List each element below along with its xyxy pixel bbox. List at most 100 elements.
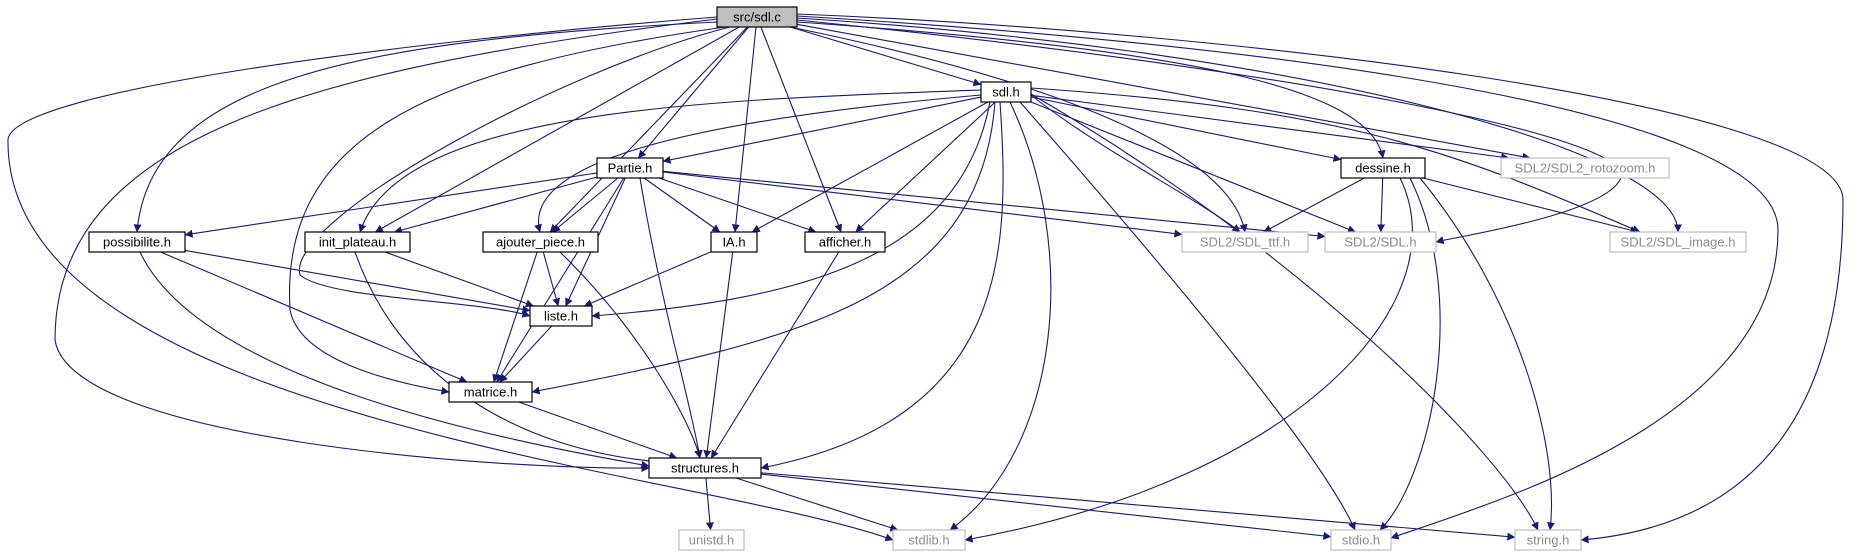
edge-partie-to-sdl2sdl [662, 170, 1326, 240]
node-box-ia [710, 231, 758, 253]
node-sdl2sdl: SDL2/SDL.h [1324, 231, 1437, 253]
edge-ia-to-structures [703, 251, 734, 459]
node-root[interactable]: src/sdl.c [716, 6, 798, 28]
edge-possibilite-to-liste [184, 249, 531, 314]
edge-root-to-rotozoom [796, 23, 1531, 161]
node-label-structures: structures.h [671, 461, 739, 476]
node-stdio: stdio.h [1330, 529, 1392, 551]
node-box-rotozoom [1500, 157, 1670, 179]
node-box-sdlh [980, 81, 1032, 103]
node-label-ia: IA.h [722, 235, 745, 250]
edge-sdlh-to-dessine [1030, 96, 1342, 162]
node-label-root: src/sdl.c [733, 10, 781, 25]
node-label-initplateau: init_plateau.h [319, 235, 396, 250]
node-structures[interactable]: structures.h [648, 457, 762, 479]
edge-dessine-to-ttf [1263, 177, 1365, 233]
edge-sdlh-to-matrice [531, 101, 996, 395]
node-ia[interactable]: IA.h [710, 231, 758, 253]
edge-root-to-image [796, 17, 1682, 233]
node-label-ttf: SDL2/SDL_ttf.h [1200, 235, 1290, 250]
edge-root-to-ia [731, 26, 757, 233]
edge-root-to-possibilite [133, 21, 718, 233]
edge-root-to-stdlib [7, 16, 894, 542]
edge-structures-to-string [760, 472, 1516, 541]
node-string: string.h [1514, 529, 1582, 551]
node-box-sdl2sdl [1324, 231, 1437, 253]
edge-partie-to-initplateau [393, 176, 598, 234]
node-possibilite[interactable]: possibilite.h [88, 231, 186, 253]
edge-partie-to-ia [643, 177, 721, 233]
edge-sdlh-to-stdlib [949, 101, 1052, 531]
node-label-string: string.h [1527, 533, 1570, 548]
edge-partie-to-ajouter [552, 177, 619, 233]
edge-partie-to-ttf [662, 171, 1183, 238]
node-dessine[interactable]: dessine.h [1340, 157, 1426, 179]
edge-partie-to-structures [639, 177, 703, 459]
edge-partie-to-possibilite [184, 172, 598, 238]
node-label-image: SDL2/SDL_image.h [1621, 235, 1736, 250]
edge-ia-to-liste [584, 251, 712, 307]
node-box-dessine [1340, 157, 1426, 179]
node-box-possibilite [88, 231, 186, 253]
node-label-ajouter: ajouter_piece.h [496, 235, 585, 250]
node-box-root [716, 6, 798, 28]
node-label-stdio: stdio.h [1342, 533, 1380, 548]
node-label-sdlh: sdl.h [992, 85, 1019, 100]
node-label-unistd: unistd.h [689, 533, 735, 548]
edges-layer [7, 13, 1844, 544]
node-label-sdl2sdl: SDL2/SDL.h [1344, 235, 1416, 250]
edge-sdlh-to-sdl2sdl [1030, 101, 1356, 233]
node-box-matrice [448, 381, 533, 403]
edge-partie-to-matrice [496, 177, 625, 383]
node-label-stdlib: stdlib.h [908, 533, 949, 548]
node-ajouter[interactable]: ajouter_piece.h [482, 231, 599, 253]
edge-sdlh-to-string [1030, 93, 1539, 531]
edge-root-to-string [796, 13, 1844, 544]
node-rotozoom: SDL2/SDL2_rotozoom.h [1500, 157, 1670, 179]
node-label-matrice: matrice.h [464, 385, 517, 400]
edge-dessine-to-stdio [1379, 177, 1441, 531]
node-box-unistd [678, 529, 745, 551]
node-box-ajouter [482, 231, 599, 253]
edge-root-to-structures [54, 18, 718, 473]
edge-sdlh-to-liste [591, 101, 991, 320]
edge-matrice-to-structures [518, 401, 678, 460]
node-initplateau[interactable]: init_plateau.h [304, 231, 411, 253]
edge-sdlh-to-image [1030, 87, 1641, 233]
edge-possibilite-to-structures [139, 251, 650, 469]
node-liste[interactable]: liste.h [529, 305, 593, 327]
node-label-possibilite: possibilite.h [103, 235, 171, 250]
node-box-image [1609, 231, 1747, 253]
node-matrice[interactable]: matrice.h [448, 381, 533, 403]
node-stdlib: stdlib.h [892, 529, 966, 551]
edge-structures-to-stdlib [735, 477, 899, 532]
node-sdlh[interactable]: sdl.h [980, 81, 1032, 103]
edge-root-to-afficher [760, 26, 843, 233]
edge-sdlh-to-initplateau [358, 89, 982, 233]
edge-root-to-sdlh [790, 26, 982, 87]
node-image: SDL2/SDL_image.h [1609, 231, 1747, 253]
node-box-stdio [1330, 529, 1392, 551]
edge-root-to-sdl2sdl [796, 19, 1623, 245]
node-partie[interactable]: Partie.h [596, 157, 664, 179]
edge-root-to-initplateau [374, 26, 740, 233]
node-box-partie [596, 157, 664, 179]
node-afficher[interactable]: afficher.h [804, 231, 886, 253]
node-box-structures [648, 457, 762, 479]
node-label-partie: Partie.h [608, 161, 653, 176]
edge-initplateau-to-liste [384, 251, 534, 308]
edge-initplateau-to-structures [354, 251, 661, 466]
node-box-initplateau [304, 231, 411, 253]
node-label-afficher: afficher.h [819, 235, 872, 250]
edge-sdlh-to-ttf [1030, 94, 1241, 233]
edge-dessine-to-string [1419, 177, 1555, 531]
edge-sdlh-to-ajouter [534, 94, 982, 233]
edge-sdlh-to-rotozoom [1030, 94, 1510, 161]
node-unistd: unistd.h [678, 529, 745, 551]
edge-root-to-dessine [796, 21, 1386, 159]
node-label-rotozoom: SDL2/SDL2_rotozoom.h [1515, 161, 1656, 176]
edge-partie-to-afficher [658, 177, 817, 234]
edge-ajouter-to-matrice [492, 251, 538, 383]
